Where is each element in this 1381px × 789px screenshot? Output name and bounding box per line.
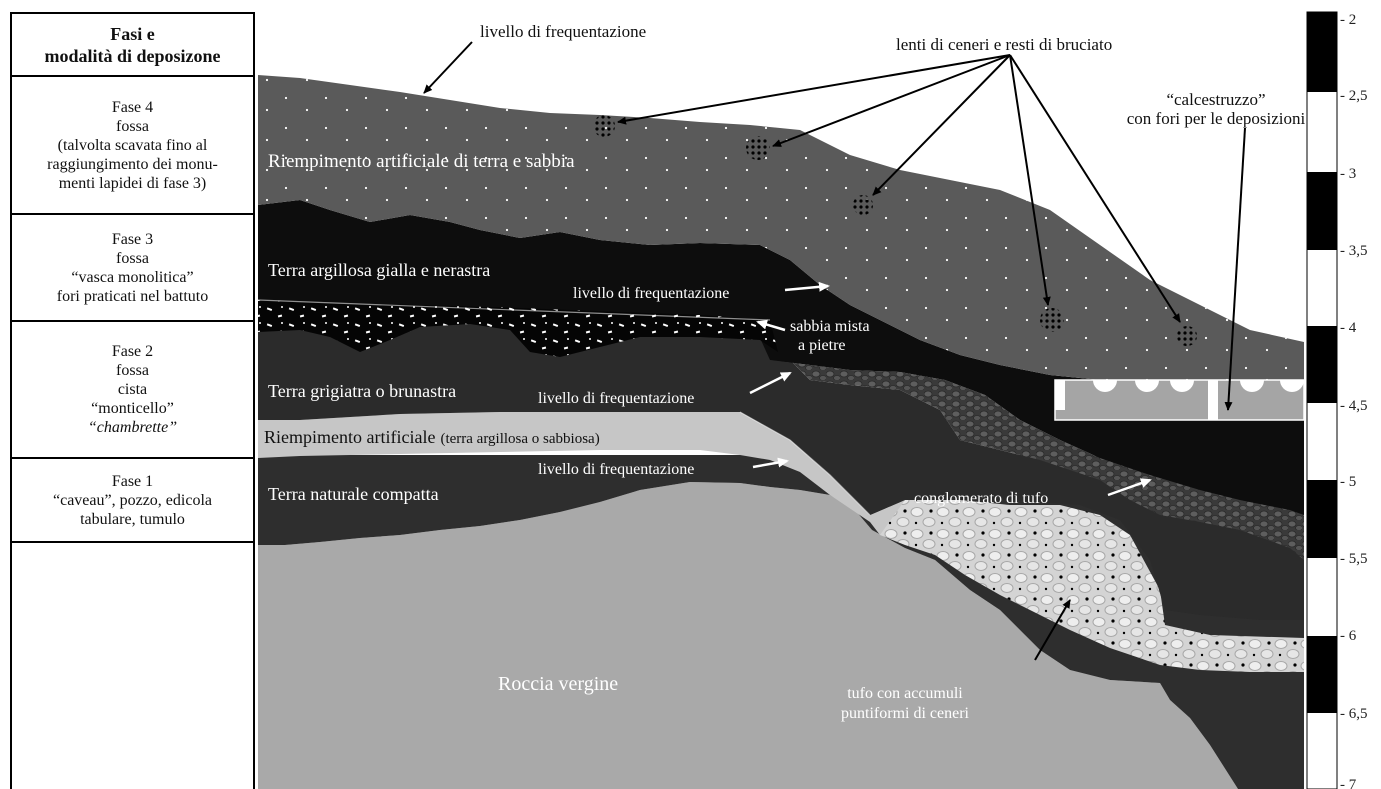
depth-label-2-5: - 2,5 <box>1340 88 1368 104</box>
sand-text-1: sabbia mista <box>790 318 870 335</box>
grey-brown-label: Terra grigiatra o brunastra <box>268 381 456 401</box>
frequentation-grey-text: livello di frequentazione <box>538 390 694 407</box>
depth-label-2: - 2 <box>1340 12 1356 28</box>
frequentation-fill-text: livello di frequentazione <box>538 461 694 478</box>
rock-label: Roccia vergine <box>498 673 618 695</box>
phase-table-header: Fasi e modalità di deposizone <box>10 12 255 76</box>
phase-2-line: “monticello” <box>91 399 174 418</box>
depth-label-4-5: - 4,5 <box>1340 398 1368 414</box>
depth-label-5-5: - 5,5 <box>1340 551 1368 567</box>
artificial-fill-main: Riempimento artificiale <box>264 427 435 447</box>
depth-label-6-5: - 6,5 <box>1340 706 1368 722</box>
depth-label-7: - 7 <box>1340 777 1357 789</box>
conglomerate-text: conglomerato di tufo <box>914 490 1048 507</box>
phase-1-cell: Fase 1 “caveau”, pozzo, edicola tabulare… <box>10 458 255 543</box>
phase-4-line: menti lapidei di fase 3) <box>59 174 207 193</box>
phase-2-title: Fase 2 <box>112 342 153 361</box>
artificial-fill-note: (terra argillosa o sabbiosa) <box>440 431 599 447</box>
phase-4-title: Fase 4 <box>112 98 153 117</box>
phase-3-cell: Fase 3 fossa “vasca monolitica” fori pra… <box>10 214 255 321</box>
fill-top-label: Riempimento artificiale di terra e sabbi… <box>268 151 575 172</box>
natural-label: Terra naturale compatta <box>268 484 439 504</box>
phase-4-line: raggiungimento dei monu- <box>47 155 218 174</box>
table-right-border <box>253 543 255 789</box>
frequentation-top-text: livello di frequentazione <box>480 22 646 41</box>
phase-3-line: “vasca monolitica” <box>71 268 193 287</box>
depth-label-3: - 3 <box>1340 166 1356 182</box>
phase-1-title: Fase 1 <box>112 472 153 491</box>
sand-text-2: a pietre <box>798 337 846 354</box>
phase-2-line: fossa <box>116 361 149 380</box>
depth-label-3-5: - 3,5 <box>1340 243 1368 259</box>
phase-3-title: Fase 3 <box>112 230 153 249</box>
depth-scale: - 2 - 2,5 - 3 - 3,5 - 4 - 4,5 - 5 - 5,5 … <box>1307 12 1368 789</box>
phase-3-line: fossa <box>116 249 149 268</box>
phase-2-italic-line: “chambrette” <box>88 418 177 437</box>
tuff-ash-text-2: puntiformi di ceneri <box>841 705 970 722</box>
depth-label-5: - 5 <box>1340 474 1356 490</box>
depth-label-4: - 4 <box>1340 320 1357 336</box>
phase-4-cell: Fase 4 fossa (talvolta scavata fino al r… <box>10 76 255 214</box>
table-left-border <box>10 543 12 789</box>
phase-1-line: “caveau”, pozzo, edicola <box>53 491 212 510</box>
header-line-1: Fasi e <box>110 23 155 45</box>
ash-lenses-text: lenti di ceneri e resti di bruciato <box>896 35 1112 54</box>
phase-2-cell: Fase 2 fossa cista “monticello” “chambre… <box>10 321 255 458</box>
phase-4-line: (talvolta scavata fino al <box>58 136 208 155</box>
frequentation-clay-text: livello di frequentazione <box>573 285 729 302</box>
calcestruzzo-text-1: “calcestruzzo” <box>1166 90 1265 109</box>
tuff-ash-text-1: tufo con accumuli <box>847 685 963 702</box>
phase-2-line: cista <box>118 380 147 399</box>
clay-label: Terra argillosa gialla e nerastra <box>268 260 490 280</box>
header-line-2: modalità di deposizone <box>44 45 220 67</box>
depth-label-6: - 6 <box>1340 628 1357 644</box>
calcestruzzo-text-2: con fori per le deposizioni <box>1127 109 1306 128</box>
phase-3-line: fori praticati nel battuto <box>57 287 209 306</box>
phase-4-line: fossa <box>116 117 149 136</box>
phase-1-line: tabulare, tumulo <box>80 510 185 529</box>
